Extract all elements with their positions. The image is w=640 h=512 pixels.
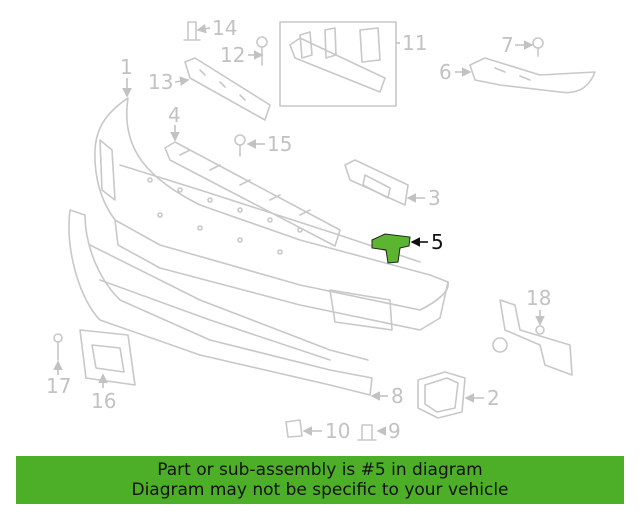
callout-8: 8 <box>391 384 404 408</box>
part-14-clip[interactable] <box>183 21 201 41</box>
part-10-clip[interactable] <box>285 419 303 438</box>
info-banner: Part or sub-assembly is #5 in diagram Di… <box>16 456 624 504</box>
callout-17: 17 <box>46 374 71 398</box>
callout-12: 12 <box>220 43 245 67</box>
callout-2: 2 <box>487 386 500 410</box>
part-11-bracket-set[interactable] <box>279 21 397 107</box>
callout-7: 7 <box>501 33 514 57</box>
leader-lines <box>53 23 545 436</box>
part-5-highlighted-bracket[interactable] <box>371 233 411 264</box>
callout-13: 13 <box>148 70 173 94</box>
callout-5: 5 <box>431 230 444 254</box>
callout-15: 15 <box>267 132 292 156</box>
part-6-side-bracket[interactable] <box>469 57 596 94</box>
banner-line-2: Diagram may not be specific to your vehi… <box>131 480 509 500</box>
callout-11: 11 <box>402 31 427 55</box>
callout-9: 9 <box>388 419 401 443</box>
callout-3: 3 <box>428 186 441 210</box>
part-2-fog-bezel[interactable] <box>417 371 466 419</box>
parts-diagram: 1 2 3 4 5 6 7 8 9 10 11 12 13 14 15 16 1… <box>46 16 596 443</box>
part-9-clip[interactable] <box>357 424 377 441</box>
callout-16: 16 <box>91 389 116 413</box>
part-8-lower-valance[interactable] <box>68 209 373 396</box>
callout-14: 14 <box>212 16 237 40</box>
part-16-plate-bracket[interactable] <box>79 329 136 386</box>
callout-10: 10 <box>325 419 350 443</box>
callout-4: 4 <box>168 103 181 127</box>
part-7-clip[interactable] <box>532 37 544 57</box>
callouts: 1 2 3 4 5 6 7 8 9 10 11 12 13 14 15 16 1… <box>46 16 551 443</box>
callout-1: 1 <box>120 55 133 79</box>
part-18-tow-hook[interactable] <box>492 299 573 376</box>
part-13-upper-bracket[interactable] <box>184 57 271 121</box>
part-4-reinforcement[interactable] <box>164 141 341 247</box>
callout-18: 18 <box>526 286 551 310</box>
callout-6: 6 <box>439 60 452 84</box>
part-12-bolt[interactable] <box>256 36 268 66</box>
part-3-bracket[interactable] <box>344 159 409 206</box>
part-15-clip[interactable] <box>234 134 246 157</box>
banner-line-1: Part or sub-assembly is #5 in diagram <box>157 460 483 480</box>
part-17-bolt[interactable] <box>53 333 63 361</box>
